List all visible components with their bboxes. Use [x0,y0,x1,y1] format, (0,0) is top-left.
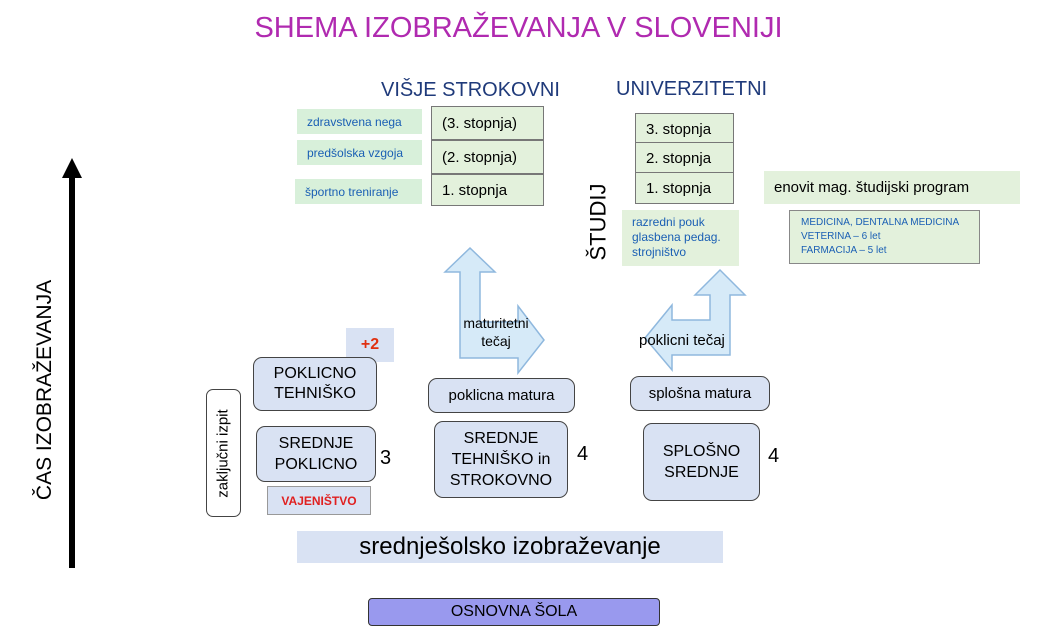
header-univerzitetni: UNIVERZITETNI [616,78,768,100]
years-splosno-srednje: 4 [768,445,780,467]
enovit-veterina: VETERINA – 6 let [801,231,881,242]
program-predsolska-vzgoja: predšolska vzgoja [297,140,422,165]
uni-level-3: 3. stopnja [635,113,734,145]
arrow-up-vise [443,246,545,376]
years-srednje-poklicno: 3 [380,447,392,469]
page-title: SHEMA IZOBRAŽEVANJA V SLOVENIJI [254,12,783,44]
axis-label: ČAS IZOBRAŽEVANJA [33,279,56,501]
srednje-poklicno-line2: POKLICNO [274,456,358,473]
program-sportno-treniranje: športno treniranje [295,179,422,204]
uni-level-1: 1. stopnja [635,172,734,204]
poklicno-tehnisko-line1: POKLICNO [273,365,357,382]
enovit-program-label: enovit mag. študijski program [764,171,1020,204]
arrow-label-maturitetni-line2: tečaj [481,333,511,349]
vajenistvo-box: VAJENIŠTVO [267,486,371,515]
box-srednje-poklicno: SREDNJE POKLICNO [256,426,376,482]
srednjesolsko-banner: srednješolsko izobraževanje [297,531,723,563]
uni-programs: razredni pouk glasbena pedag. strojništv… [622,210,739,266]
program-strojnistvo: strojništvo [632,245,687,259]
arrow-label-poklicni-tecaj: poklicni tečaj [639,332,725,349]
enovit-farmacija: FARMACIJA – 5 let [801,245,887,256]
years-srednje-tehnisko: 4 [577,443,589,465]
program-glasbena-pedag: glasbena pedag. [632,230,721,244]
srednje-tehnisko-line2: TEHNIŠKO in [451,451,551,468]
splosno-srednje-line1: SPLOŠNO [662,443,741,460]
srednje-tehnisko-line1: SREDNJE [463,430,539,447]
arrow-up-uni [644,268,747,373]
box-splosno-srednje: SPLOŠNO SREDNJE [643,423,760,501]
poklicno-tehnisko-line2: TEHNIŠKO [274,385,356,402]
axis-label-wrap: ČAS IZOBRAŽEVANJA [20,280,70,500]
box-splosna-matura: splošna matura [630,376,770,411]
vise-level-2: (2. stopnja) [431,140,544,174]
enovit-medicina: MEDICINA, DENTALNA MEDICINA [801,217,960,228]
vise-level-3: (3. stopnja) [431,106,544,140]
arrow-label-maturitetni-line1: maturitetni [463,315,529,331]
plus-two-badge: +2 [346,328,394,362]
vise-level-1: 1. stopnja [431,174,544,206]
box-poklicna-matura: poklicna matura [428,378,575,413]
box-srednje-tehnisko: SREDNJE TEHNIŠKO in STROKOVNO [434,421,568,498]
header-vise-strokovni: VIŠJE STROKOVNI [381,79,560,101]
program-razredni-pouk: razredni pouk [632,215,705,229]
osnovna-sola-box: OSNOVNA ŠOLA [368,598,660,626]
arrow-label-maturitetni: maturitetni tečaj [456,314,536,350]
srednje-tehnisko-line3: STROKOVNO [449,472,553,489]
zakljucni-izpit-box: zaključni izpit [206,389,241,517]
box-poklicno-tehnisko: POKLICNO TEHNIŠKO [253,357,377,411]
uni-level-2: 2. stopnja [635,142,734,174]
axis-arrow [62,158,82,568]
srednje-poklicno-line1: SREDNJE [278,435,354,452]
program-zdravstvena-nega: zdravstvena nega [297,109,422,134]
splosno-srednje-line2: SREDNJE [664,464,739,481]
enovit-program-list: MEDICINA, DENTALNA MEDICINA VETERINA – 6… [789,210,980,264]
zakljucni-izpit-label: zaključni izpit [215,408,232,498]
